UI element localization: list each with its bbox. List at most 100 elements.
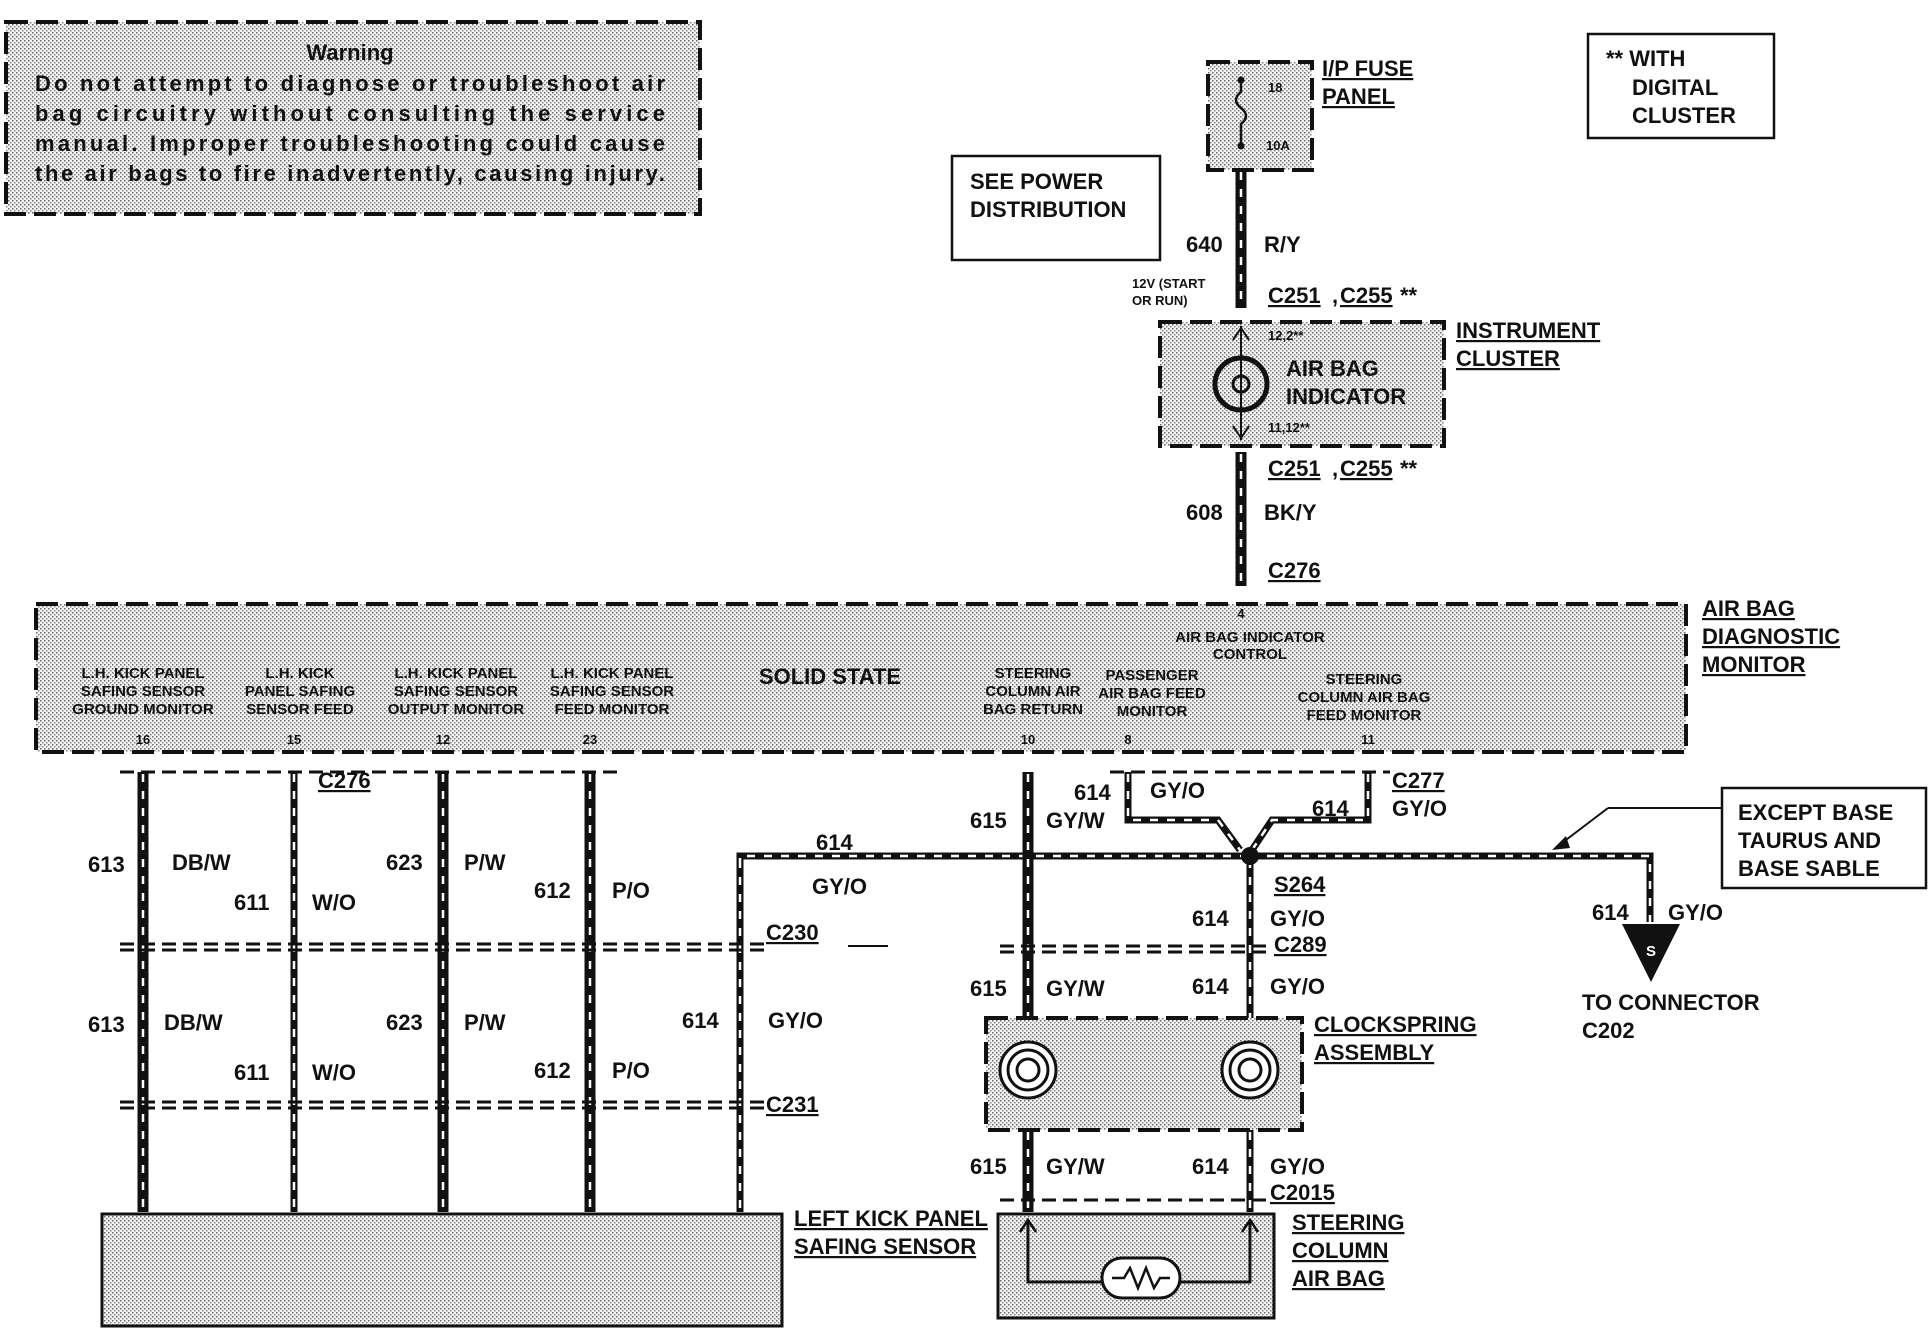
pin-12-line-2: SAFING SENSOR (394, 683, 518, 700)
wire-614b-color: GY/O (1270, 974, 1325, 999)
digital-note-line-1: ** WITH (1606, 46, 1685, 71)
connector-arrow-icon (1622, 924, 1680, 982)
pin-10-line-1: STEERING (995, 665, 1072, 682)
left-wire-bundle (120, 770, 888, 1212)
wire-614-left-bot-color: GY/O (768, 1008, 823, 1033)
splice-s264-dot (1241, 847, 1259, 865)
pin-15-line-3: SENSOR FEED (246, 701, 354, 718)
safing-sensor-label-1: LEFT KICK PANEL (794, 1206, 988, 1231)
pin-23-line-2: SAFING SENSOR (550, 683, 674, 700)
pin-16-line-1: L.H. KICK PANEL (81, 665, 204, 682)
warning-line-1: Do not attempt to diagnose or troublesho… (35, 71, 665, 96)
pin-8-num: 8 (1124, 732, 1131, 747)
pin-8-line-3: MONITOR (1117, 703, 1188, 720)
airbag-indicator-lamp-icon (1212, 355, 1270, 413)
monitor-pin-15: L.H. KICK PANEL SAFING SENSOR FEED 15 (245, 665, 355, 747)
wire-612a-circuit: 612 (534, 878, 571, 903)
warning-title: Warning (306, 40, 393, 65)
left-kick-panel-safing-sensor: LEFT KICK PANEL SAFING SENSOR (100, 1206, 988, 1328)
wire-614-pass-circuit: 614 (1074, 780, 1111, 805)
wire-623b-color: P/W (464, 1010, 506, 1035)
pin-11-line-1: STEERING (1326, 671, 1403, 688)
wire-611a-circuit: 611 (234, 890, 270, 915)
wire-614-right-circuit: 614 (1592, 900, 1629, 925)
pin-15-line-2: PANEL SAFING (245, 683, 355, 700)
control-pin: 4 (1237, 606, 1245, 621)
wire-614-right-color: GY/O (1668, 900, 1723, 925)
fuse-panel-label-1: I/P FUSE (1322, 56, 1413, 81)
pin-8-line-1: PASSENGER (1105, 667, 1198, 684)
pin-8-line-2: AIR BAG FEED (1098, 685, 1206, 702)
fuse-panel: 18 10A I/P FUSE PANEL (1206, 56, 1413, 172)
comma: , (1332, 283, 1338, 308)
pin-16-line-3: GROUND MONITOR (72, 701, 214, 718)
wire-623a-color: P/W (464, 850, 506, 875)
pin-23-line-3: FEED MONITOR (555, 701, 670, 718)
safing-sensor-label-2: SAFING SENSOR (794, 1234, 976, 1259)
wire-615a-color: GY/W (1046, 808, 1105, 833)
pin-12-num: 12 (436, 732, 450, 747)
wire-640-circuit: 640 (1186, 232, 1223, 257)
steering-bag-label-3: AIR BAG (1292, 1266, 1385, 1291)
wire-614c-color: GY/O (1270, 1154, 1325, 1179)
wire-614-network (1000, 770, 1654, 1212)
wire-608-color: BK/Y (1264, 500, 1317, 525)
power-note-line-1: SEE POWER (970, 169, 1103, 194)
monitor-label-2: DIAGNOSTIC (1702, 624, 1840, 649)
comma: , (1332, 456, 1338, 481)
wire-614-steer-circuit: 614 (1312, 796, 1349, 821)
connector-symbol: S (1646, 943, 1656, 960)
wire-615c-color: GY/W (1046, 1154, 1105, 1179)
wire-611b-circuit: 611 (234, 1060, 270, 1085)
wire-612b-circuit: 612 (534, 1058, 571, 1083)
control-label-2: CONTROL (1213, 646, 1287, 663)
pin-11-line-3: FEED MONITOR (1307, 707, 1422, 724)
connector-c2015: C2015 (1270, 1180, 1335, 1205)
to-connector-line-2: C202 (1582, 1018, 1635, 1043)
power-distribution-note: SEE POWER DISTRIBUTION (950, 154, 1162, 262)
wire-614-pass-color: GY/O (1150, 778, 1205, 803)
wire-614-steer-color: GY/O (1392, 796, 1447, 821)
wire-613b-circuit: 613 (88, 1012, 125, 1037)
wire-613b-color: DB/W (164, 1010, 223, 1035)
pin-15-num: 15 (287, 732, 301, 747)
fuse-number: 18 (1268, 80, 1282, 95)
wire-612b-color: P/O (612, 1058, 650, 1083)
to-connector-c202: S TO CONNECTOR C202 (1582, 924, 1760, 1043)
splice-s264: S264 (1274, 872, 1326, 897)
except-note-line-3: BASE SABLE (1738, 856, 1880, 881)
cluster-pin-top: 12,2** (1268, 328, 1304, 343)
pin-16-num: 16 (136, 732, 150, 747)
clockspring-label-2: ASSEMBLY (1314, 1040, 1435, 1065)
wire-608-circuit: 608 (1186, 500, 1223, 525)
monitor-pin-12: L.H. KICK PANEL SAFING SENSOR OUTPUT MON… (388, 665, 525, 747)
pin-15-line-1: L.H. KICK (265, 665, 334, 682)
instrument-cluster: 12,2** AIR BAG INDICATOR 11,12** INSTRUM… (1158, 318, 1601, 448)
monitor-pin-23: L.H. KICK PANEL SAFING SENSOR FEED MONIT… (550, 665, 674, 747)
fuse-rating: 10A (1266, 138, 1290, 153)
wire-614-left-bot-circuit: 614 (682, 1008, 719, 1033)
pin-10-num: 10 (1021, 732, 1035, 747)
wire-613a-color: DB/W (172, 850, 231, 875)
wire-611b-color: W/O (312, 1060, 356, 1085)
steering-bag-label-2: COLUMN (1292, 1238, 1389, 1263)
fuse-icon (1234, 80, 1248, 146)
connector-star-top: ** (1400, 283, 1418, 308)
monitor-label-1: AIR BAG (1702, 596, 1795, 621)
clockspring-label-1: CLOCKSPRING (1314, 1012, 1477, 1037)
voltage-note-2: OR RUN) (1132, 293, 1188, 308)
pin-16-line-2: SAFING SENSOR (81, 683, 205, 700)
except-note-line-1: EXCEPT BASE (1738, 800, 1893, 825)
steering-column-air-bag: STEERING COLUMN AIR BAG (996, 1210, 1404, 1320)
pin-11-num: 11 (1361, 732, 1375, 747)
pin-10-line-3: BAG RETURN (983, 701, 1083, 718)
wire-623b-circuit: 623 (386, 1010, 423, 1035)
connector-c251-bot: C251 (1268, 456, 1321, 481)
indicator-label-1: AIR BAG (1286, 356, 1379, 381)
except-note-line-2: TAURUS AND (1738, 828, 1881, 853)
fuse-panel-label-2: PANEL (1322, 84, 1395, 109)
wire-614-left-top-color: GY/O (812, 874, 867, 899)
digital-note-line-2: DIGITAL (1632, 75, 1718, 100)
monitor-pin-10: STEERING COLUMN AIR BAG RETURN 10 (983, 665, 1083, 747)
connector-c231: C231 (766, 1092, 819, 1117)
